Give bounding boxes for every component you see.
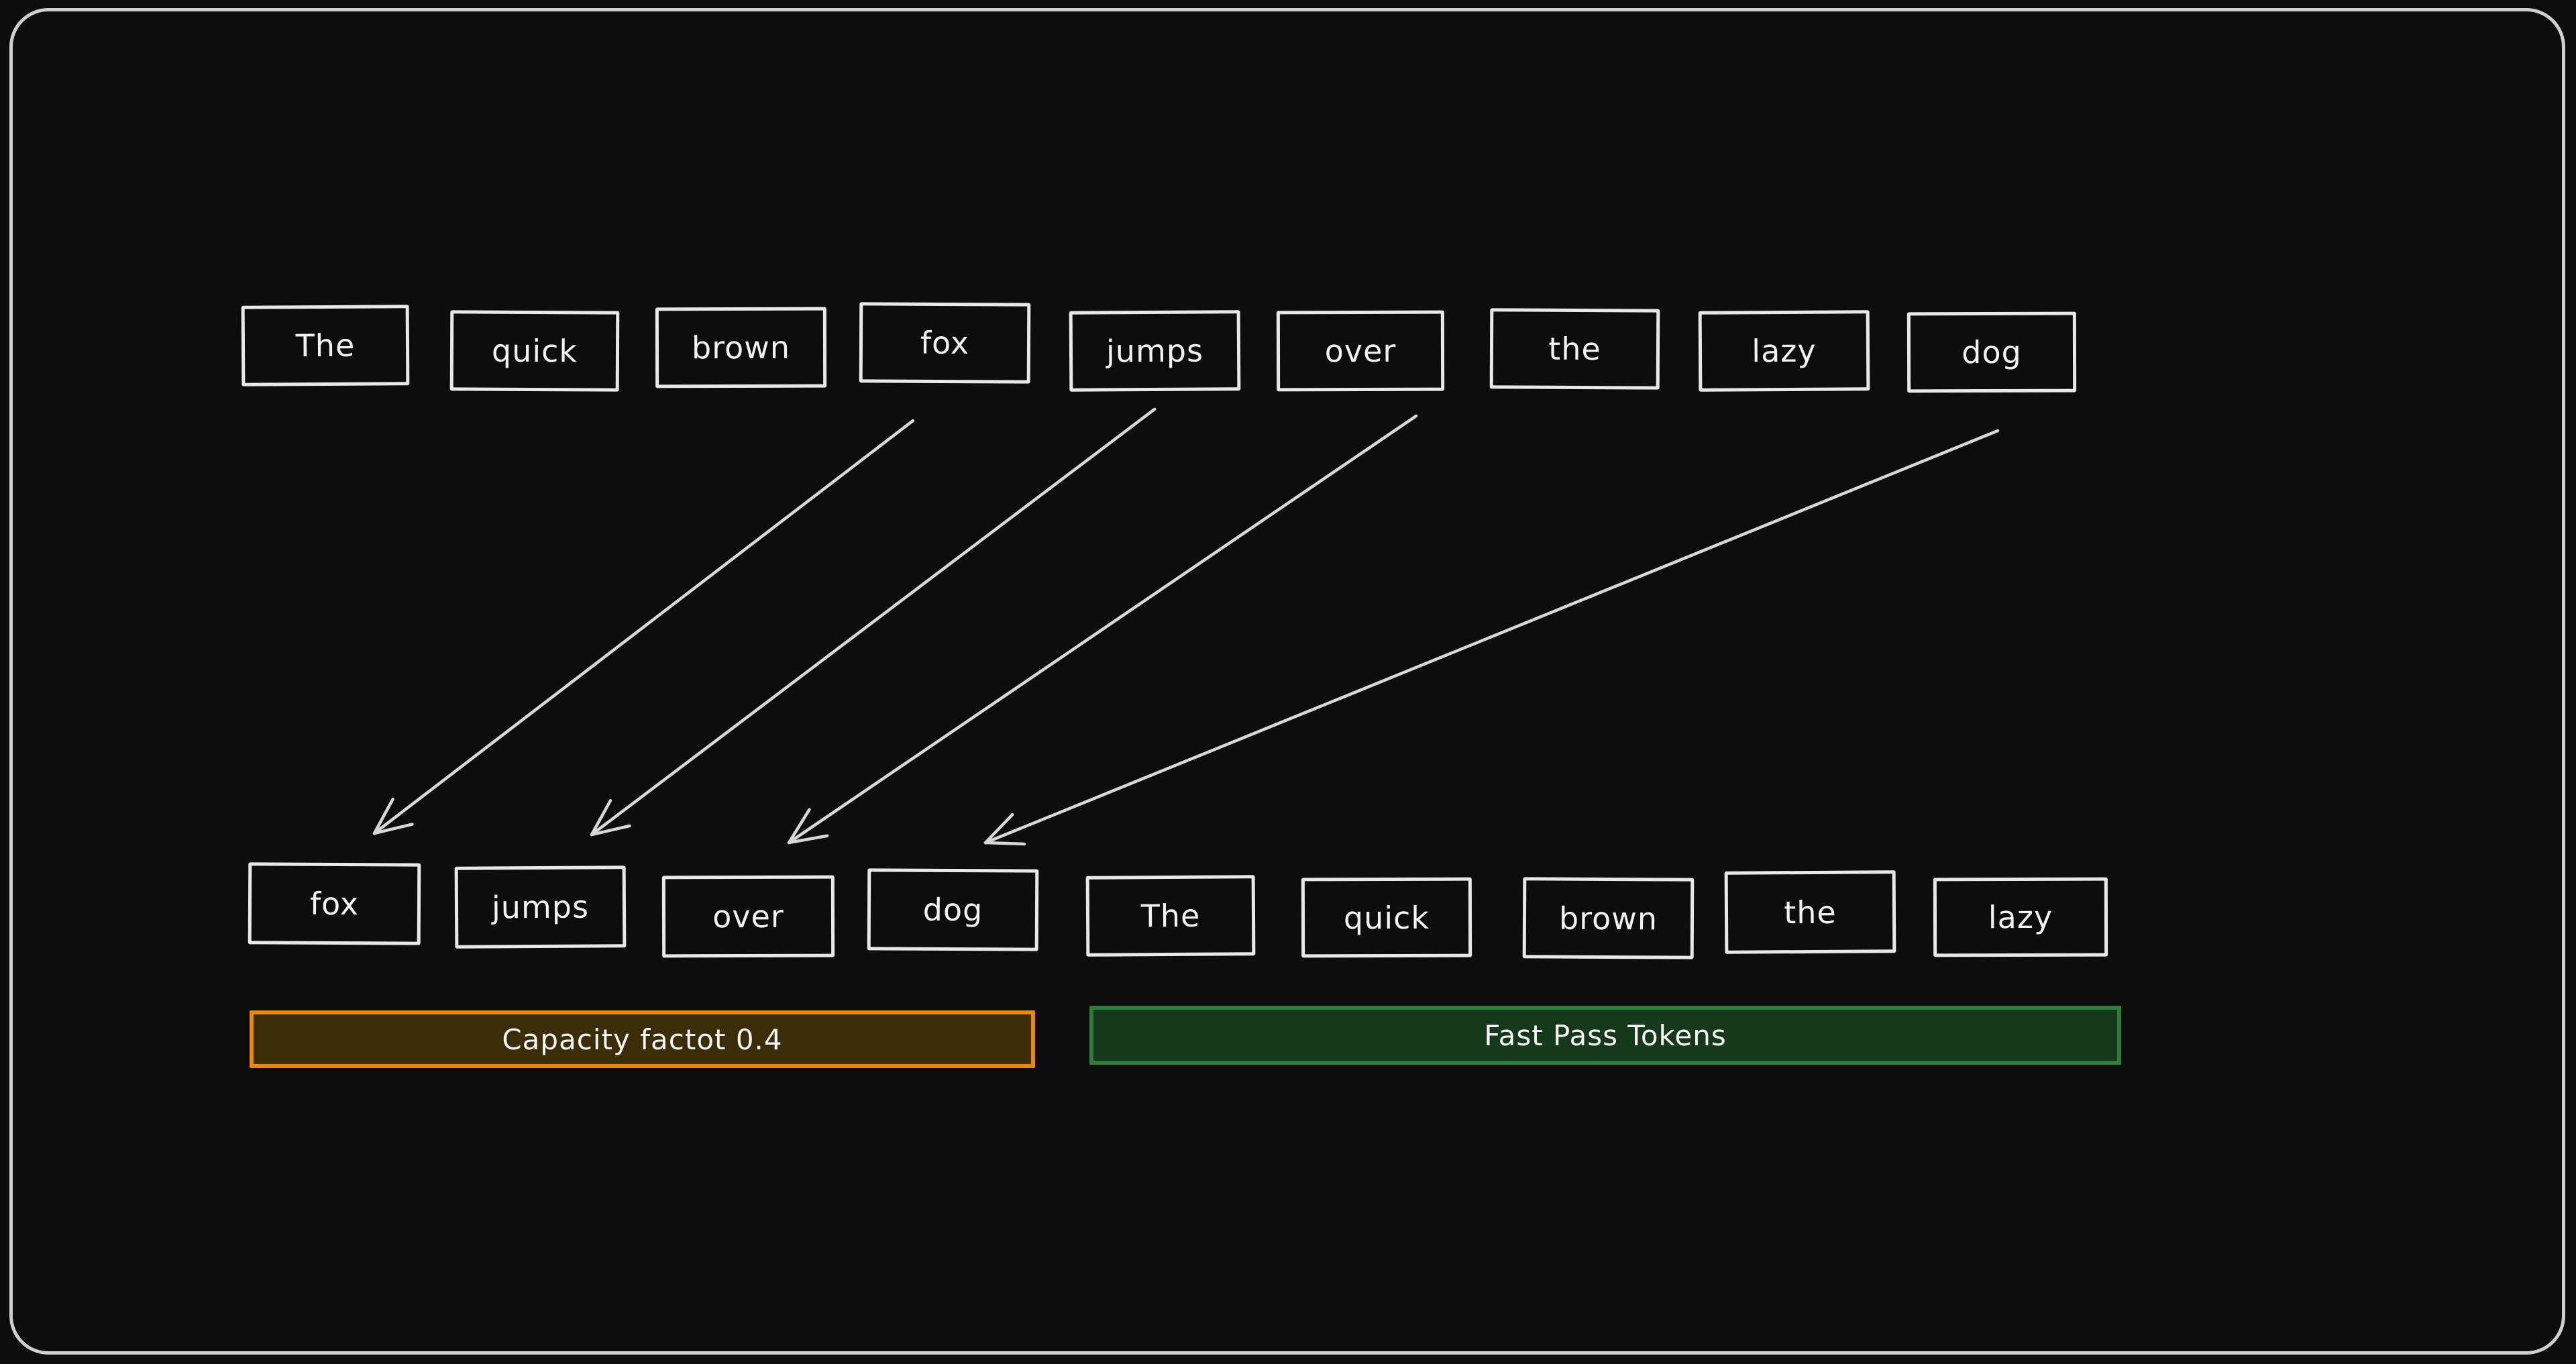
bottom-token-0[interactable]: fox — [248, 862, 421, 945]
bottom-token-6[interactable]: brown — [1522, 877, 1695, 959]
bottom-token-3[interactable]: dog — [867, 868, 1039, 951]
routing-arrow-fox[interactable] — [372, 419, 915, 835]
fast-pass-tokens-label: Fast Pass Tokens — [1484, 1018, 1727, 1052]
routing-arrow-over[interactable] — [787, 414, 1418, 845]
token-label: lazy — [1988, 898, 2053, 936]
token-label: dog — [922, 891, 983, 929]
token-label: the — [1784, 894, 1837, 931]
bottom-token-7[interactable]: the — [1724, 870, 1896, 954]
bottom-token-8[interactable]: lazy — [1933, 877, 2108, 957]
bottom-token-5[interactable]: quick — [1301, 877, 1472, 958]
token-label: quick — [1343, 899, 1430, 936]
token-label: fox — [309, 885, 360, 923]
token-label: jumps — [491, 888, 590, 926]
bottom-token-1[interactable]: jumps — [454, 865, 627, 949]
token-label: The — [1140, 897, 1201, 935]
routing-arrow-jumps[interactable] — [590, 407, 1157, 837]
token-label: over — [712, 898, 784, 935]
bottom-token-4[interactable]: The — [1085, 875, 1256, 957]
token-label: brown — [1558, 900, 1658, 937]
capacity-factor-label: Capacity factot 0.4 — [502, 1022, 783, 1056]
fast-pass-tokens-bar[interactable]: Fast Pass Tokens — [1089, 1006, 2121, 1065]
capacity-factor-bar[interactable]: Capacity factot 0.4 — [250, 1010, 1035, 1068]
routing-arrow-dog[interactable] — [983, 429, 2000, 846]
bottom-token-2[interactable]: over — [661, 875, 835, 958]
